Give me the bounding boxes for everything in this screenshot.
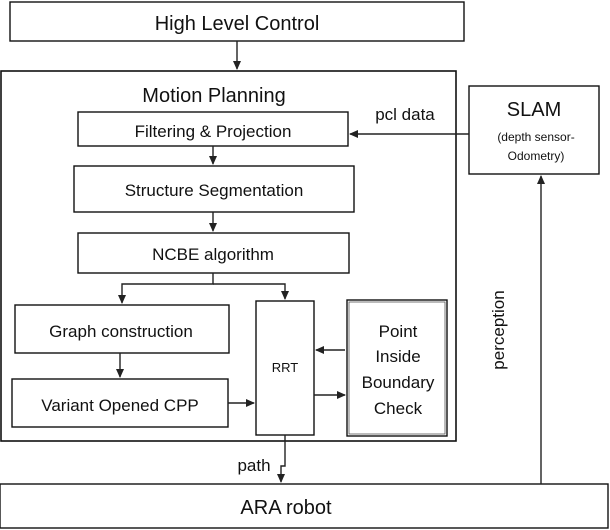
slam-subtitle-line1: (depth sensor- <box>497 130 574 144</box>
motion-planning-container: Motion Planning <box>0 70 457 442</box>
path-label: path <box>237 456 270 475</box>
slam-node: SLAM (depth sensor- Odometry) <box>468 85 600 175</box>
motion-planning-title: Motion Planning <box>142 85 285 107</box>
slam-title: SLAM <box>507 99 561 121</box>
graph-construction-node: Graph construction <box>14 304 230 354</box>
point-inside-boundary-check-node: Point Inside Boundary Check <box>346 299 448 437</box>
perception-label: perception <box>489 290 508 369</box>
arrow-rrt-to-robot <box>277 435 286 483</box>
variant-opened-cpp-node: Variant Opened CPP <box>11 378 229 428</box>
ncbe-algorithm-node: NCBE algorithm <box>77 232 350 274</box>
point-inside-boundary-check-line4: Check <box>374 399 423 418</box>
ara-robot-node: ARA robot <box>0 483 609 529</box>
ara-robot-label: ARA robot <box>240 497 332 519</box>
filtering-projection-node: Filtering & Projection <box>77 111 349 147</box>
ncbe-algorithm-label: NCBE algorithm <box>152 245 274 264</box>
rrt-node: RRT <box>255 300 315 436</box>
structure-segmentation-node: Structure Segmentation <box>73 165 355 213</box>
structure-segmentation-label: Structure Segmentation <box>125 181 304 200</box>
graph-construction-label: Graph construction <box>49 322 193 341</box>
variant-opened-cpp-label: Variant Opened CPP <box>41 396 199 415</box>
high-level-control-node: High Level Control <box>9 1 465 42</box>
point-inside-boundary-check-line1: Point <box>379 322 418 341</box>
arrow-ncbe-to-graph-construction <box>118 273 214 304</box>
pcl-data-label: pcl data <box>375 105 435 124</box>
filtering-projection-label: Filtering & Projection <box>135 122 292 141</box>
high-level-control-label: High Level Control <box>155 13 320 35</box>
rrt-label: RRT <box>272 360 299 375</box>
slam-subtitle-line2: Odometry) <box>508 149 565 163</box>
arrow-ncbe-to-rrt <box>213 283 289 300</box>
point-inside-boundary-check-line2: Inside <box>375 347 420 366</box>
point-inside-boundary-check-line3: Boundary <box>362 373 435 392</box>
